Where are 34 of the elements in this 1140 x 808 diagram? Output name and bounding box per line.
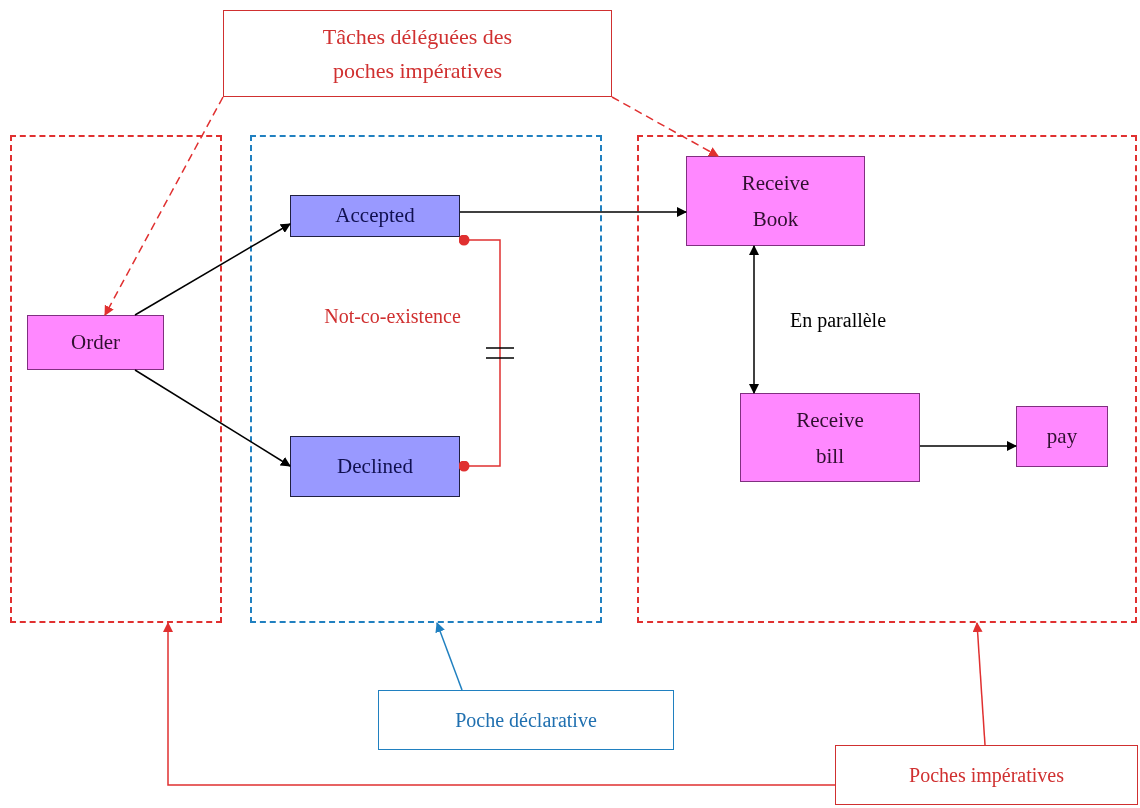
process-box xyxy=(740,393,920,482)
connector xyxy=(458,234,515,472)
connector xyxy=(134,369,291,467)
connector xyxy=(972,622,986,746)
dashed-region xyxy=(637,135,1137,623)
node-label: Receive bill xyxy=(795,406,865,470)
connector xyxy=(104,96,224,316)
node-label: Accepted xyxy=(335,202,415,230)
node-label: Order xyxy=(71,328,120,356)
callout-box xyxy=(223,10,612,97)
connector xyxy=(919,441,1017,451)
connector xyxy=(611,96,719,157)
node-label: Tâches déléguées des poches impératives xyxy=(321,22,514,85)
state-box xyxy=(290,195,460,237)
edge-label: Not-co-existence xyxy=(323,304,462,329)
process-box xyxy=(1016,406,1108,467)
process-box xyxy=(686,156,865,246)
edge-label: En parallèle xyxy=(790,308,888,334)
process-box xyxy=(27,315,164,370)
state-box xyxy=(290,436,460,497)
connector xyxy=(459,207,687,217)
connector xyxy=(749,245,759,394)
node-label: Declined xyxy=(337,452,413,480)
dashed-region xyxy=(10,135,222,623)
node-label: Poche déclarative xyxy=(455,708,597,733)
callout-box xyxy=(835,745,1138,805)
dashed-region xyxy=(250,135,602,623)
connector xyxy=(163,622,836,786)
node-label: Receive Book xyxy=(740,170,811,233)
node-label: pay xyxy=(1046,422,1078,450)
node-label: Poches impératives xyxy=(909,763,1064,789)
connector xyxy=(134,223,291,316)
callout-box xyxy=(378,690,674,750)
connector xyxy=(435,622,463,691)
